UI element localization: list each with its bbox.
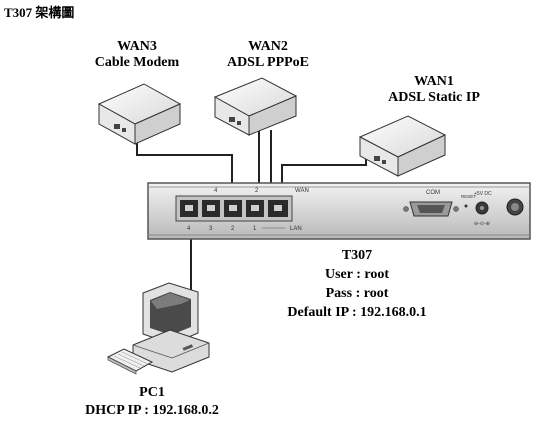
wan2-desc: ADSL PPPoE [227,55,309,70]
wan-panel-label: WAN [295,188,309,194]
svg-text:⊖-⊙-⊕: ⊖-⊙-⊕ [474,221,490,227]
lan-port-number-1: 1 [253,226,257,232]
pc1-computer [106,282,210,375]
page-title: T307 架構圖 [4,5,75,20]
com-label: COM [426,190,440,196]
router-default-ip: Default IP : 192.168.0.1 [287,305,426,320]
cable-wan3 [136,140,233,203]
dc-jack-icon: ⊖-⊙-⊕ [474,201,490,227]
wan1-name: WAN1 [414,74,454,89]
wan1-desc: ADSL Static IP [388,90,480,105]
wan3-desc: Cable Modem [95,55,180,70]
lan-port-number-3: 3 [209,226,213,232]
router-user: User : root [325,267,389,282]
wan1-modem [358,115,447,177]
wan3-modem [97,83,182,145]
router-panel: 4 2 WAN 4 3 2 1 LAN COM RESET +5V DC ⊖-⊙… [147,182,531,240]
router-name: T307 [342,248,372,263]
wan3-name: WAN3 [117,39,157,54]
reset-button-icon [464,204,468,208]
reset-label: RESET [461,194,476,199]
port-top-label-4: 4 [214,188,218,194]
lan-port-number-2: 2 [231,226,235,232]
com-port [403,201,459,217]
lan-port-number-4: 4 [187,226,191,232]
pc1-ip: DHCP IP : 192.168.0.2 [85,403,219,418]
lan-panel-label: LAN [290,226,302,232]
wan2-name: WAN2 [248,39,288,54]
dc-label: +5V DC [474,191,492,197]
wan2-modem [213,77,298,136]
router-pass: Pass : root [326,286,389,301]
port-top-label-2: 2 [255,188,259,194]
power-switch-icon [506,198,524,216]
pc1-name: PC1 [139,385,165,400]
